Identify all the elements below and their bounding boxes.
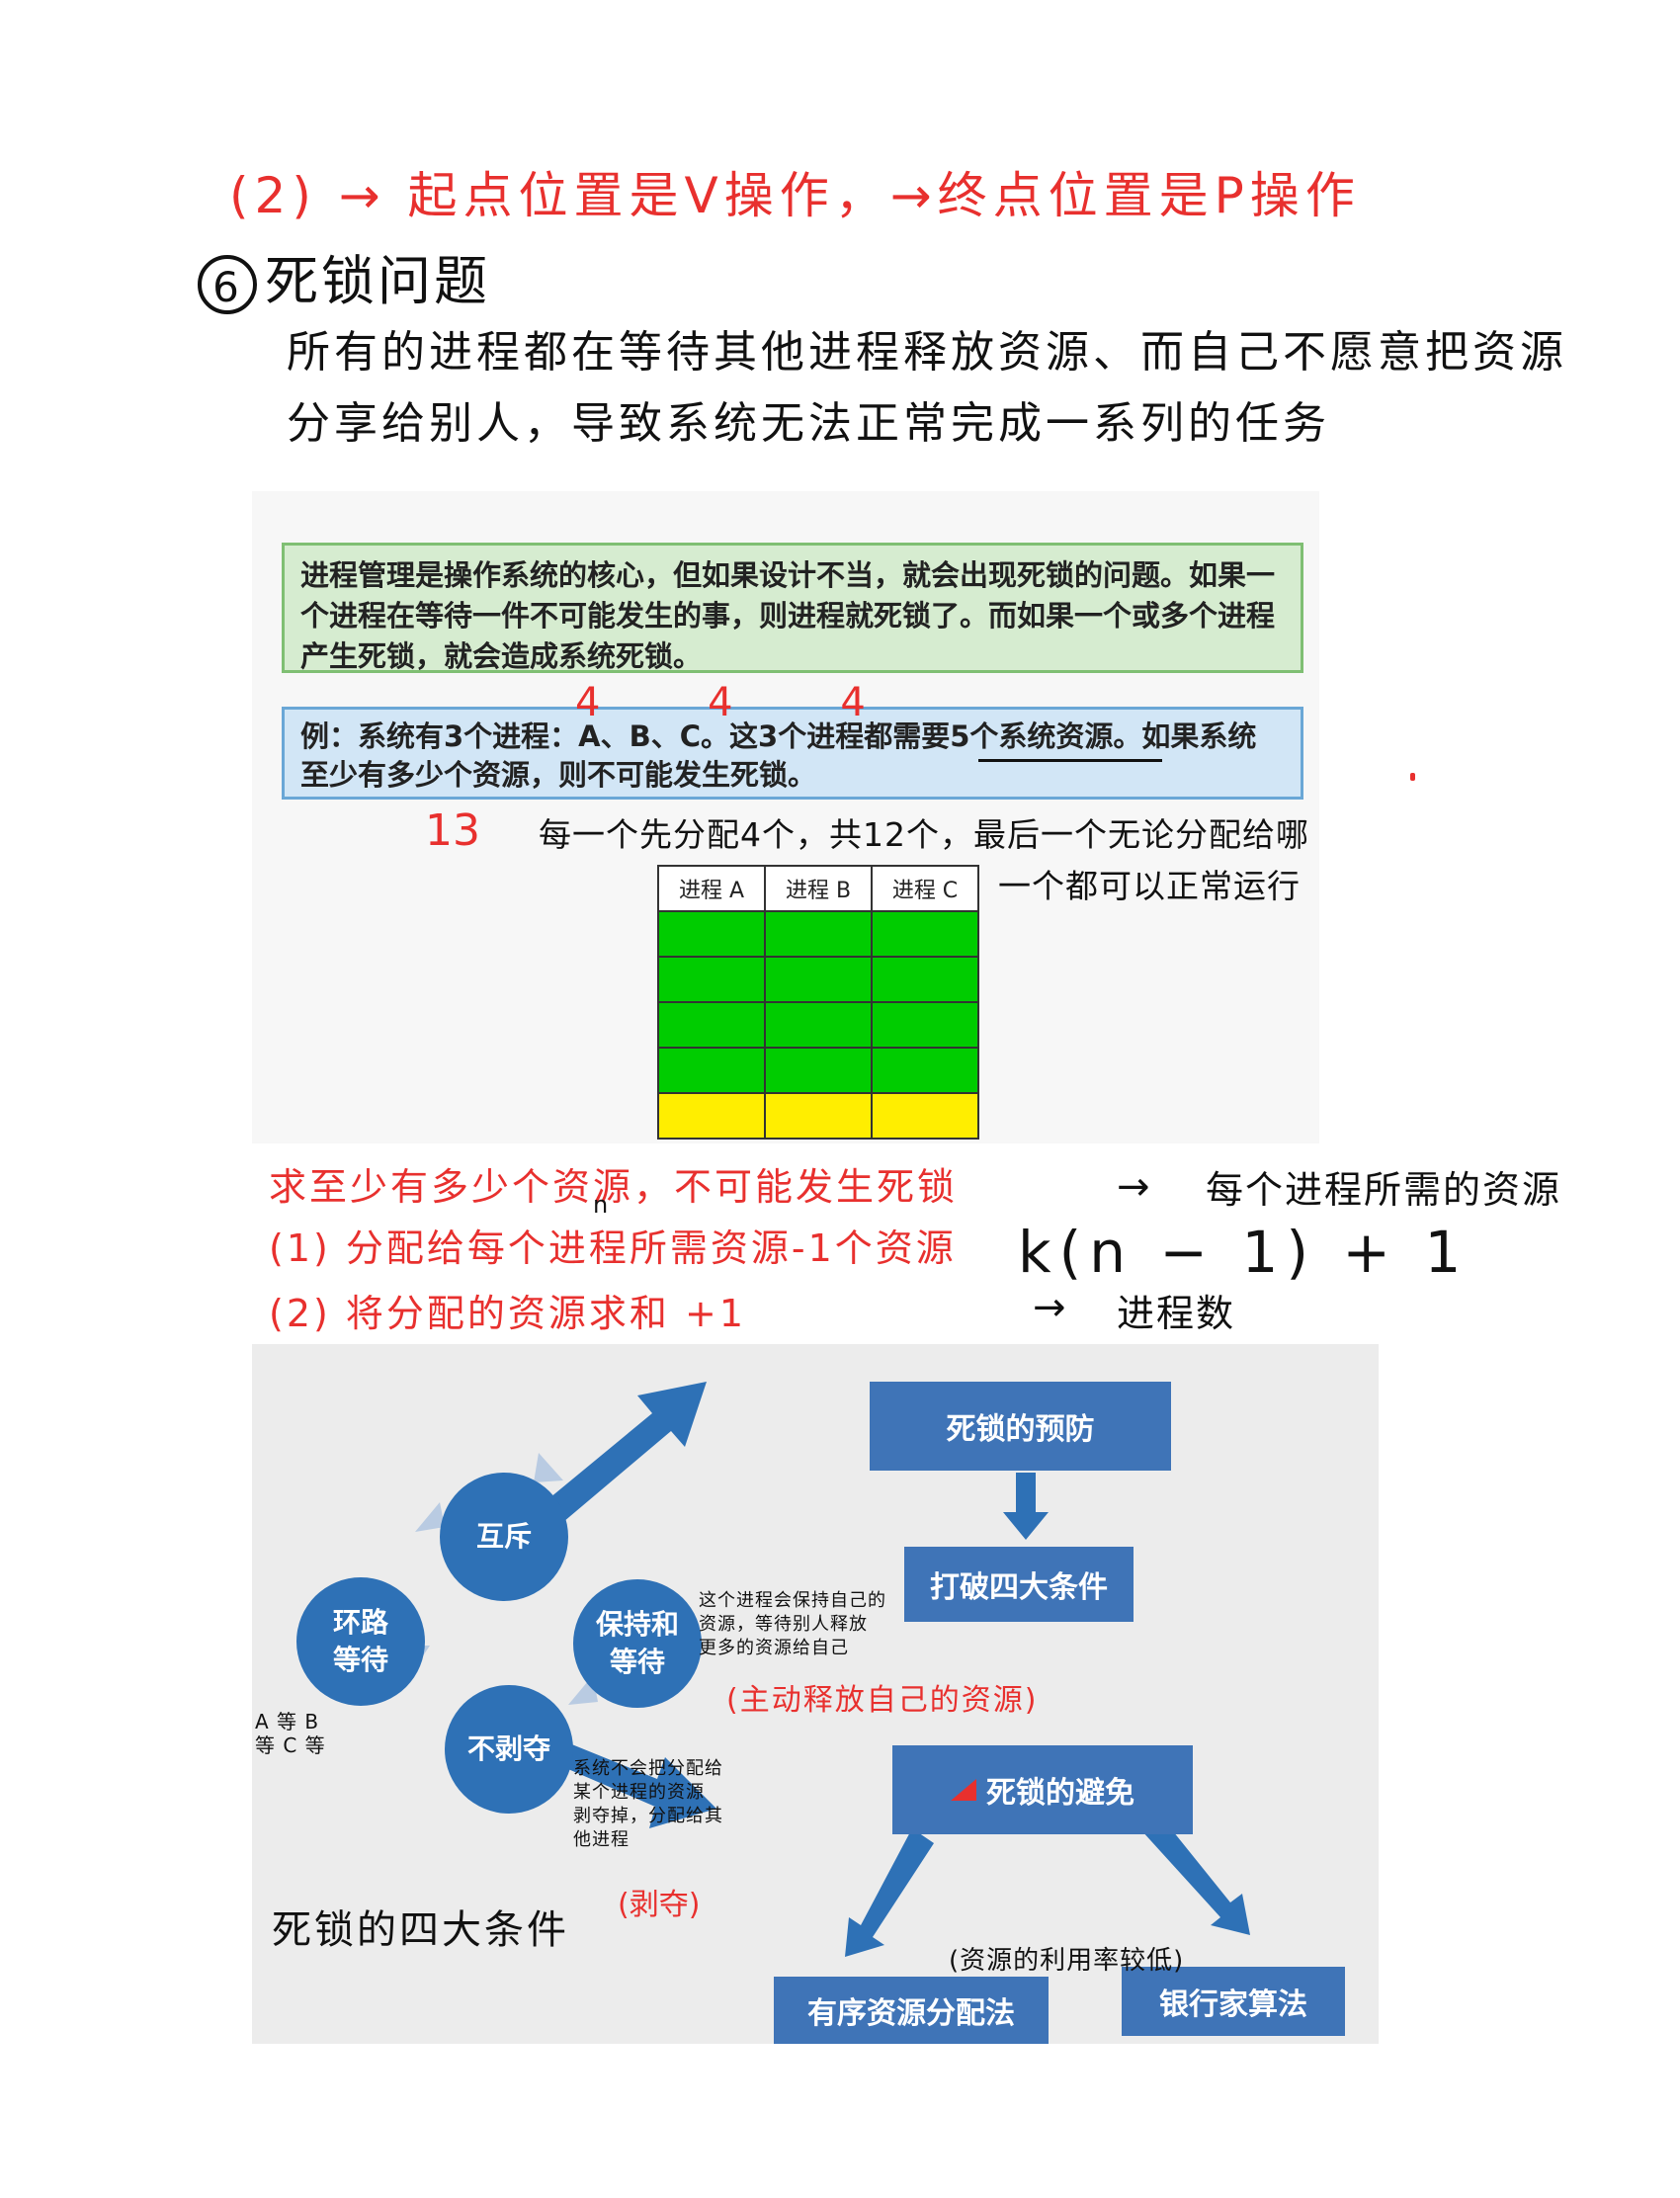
arrow-down-left-icon xyxy=(845,1828,934,1957)
cycle-note: A 等 B 等 C 等 xyxy=(255,1710,326,1757)
method-line-2: (1) 分配给每个进程所需资源-1个资源 xyxy=(269,1226,957,1270)
definition-line-2: 分享给别人，导致系统无法正常完成一系列的任务 xyxy=(287,398,1330,449)
annotation-fours: 4 4 4 xyxy=(575,680,913,725)
hold-wait-note-red: (主动释放自己的资源) xyxy=(726,1683,1039,1718)
no-preemption-node: 不剥夺 xyxy=(445,1685,573,1814)
n-label: 每个进程所需的资源 xyxy=(1206,1168,1562,1212)
table-row xyxy=(657,956,979,1003)
arrow-icon: → xyxy=(1033,1285,1066,1330)
table-row xyxy=(657,1092,979,1140)
red-dot-mark xyxy=(1410,773,1415,781)
arrow-down-right-icon xyxy=(1141,1817,1250,1935)
utilization-note: (资源的利用率较低) xyxy=(949,1946,1185,1976)
avoidance-box: 死锁的避免 xyxy=(892,1745,1193,1834)
pv-rule-note: (2) → 起点位置是V操作，→终点位置是P操作 xyxy=(229,167,1361,224)
allocated-cell xyxy=(871,910,979,958)
arrow-icon: → xyxy=(1117,1164,1150,1210)
cycle-arrow-icon xyxy=(534,1453,563,1482)
allocated-cell xyxy=(764,1047,873,1094)
break-four-box: 打破四大条件 xyxy=(904,1547,1134,1622)
underline-mark xyxy=(978,759,1162,762)
last-resource-cell xyxy=(657,1092,766,1140)
allocated-cell xyxy=(871,1047,979,1094)
formula: k(n − 1) + 1 xyxy=(1018,1219,1470,1286)
example-box: 例：系统有3个进程：A、B、C。这3个进程都需要5个系统资源。如果系统至少有多少… xyxy=(282,707,1303,800)
allocated-cell xyxy=(657,956,766,1003)
table-header: 进程 B xyxy=(764,865,873,912)
allocated-cell xyxy=(657,1001,766,1049)
prevention-box: 死锁的预防 xyxy=(870,1382,1171,1471)
slide-screenshot-2: 互斥 保持和 等待 不剥夺 环路 等待 死锁的预防 打破四大条件 死锁的避免 有… xyxy=(252,1344,1379,2044)
no-preemption-note-red: (剥夺) xyxy=(618,1888,701,1922)
circular-wait-node: 环路 等待 xyxy=(296,1577,425,1706)
hold-wait-node: 保持和 等待 xyxy=(573,1579,702,1708)
last-resource-cell xyxy=(764,1092,873,1140)
definition-line-1: 所有的进程都在等待其他进程释放资源、而自己不愿意把资源 xyxy=(287,327,1567,378)
annotation-explanation-1: 每一个先分配4个，共12个，最后一个无论分配给哪 xyxy=(539,815,1309,854)
red-triangle-mark xyxy=(951,1779,976,1801)
allocated-cell xyxy=(764,1001,873,1049)
intro-box: 进程管理是操作系统的核心，但如果设计不当，就会出现死锁的问题。如果一个进程在等待… xyxy=(282,543,1303,673)
annotation-answer: 13 xyxy=(425,805,480,856)
allocated-cell xyxy=(764,956,873,1003)
last-resource-cell xyxy=(871,1092,979,1140)
allocation-table: 进程 A 进程 B 进程 C xyxy=(657,865,979,1140)
allocated-cell xyxy=(871,1001,979,1049)
allocated-cell xyxy=(657,1047,766,1094)
method-line-1: 求至少有多少个资源，不可能发生死锁 xyxy=(269,1165,959,1209)
annotation-explanation-2: 一个都可以正常运行 xyxy=(998,867,1301,905)
allocated-cell xyxy=(871,956,979,1003)
heading-text: 死锁问题 xyxy=(265,250,490,312)
allocated-cell xyxy=(657,910,766,958)
banker-algorithm-box: 银行家算法 xyxy=(1122,1967,1345,2036)
arrow-down-icon xyxy=(1003,1473,1049,1540)
avoidance-label: 死锁的避免 xyxy=(986,1776,1134,1811)
allocated-cell xyxy=(764,910,873,958)
k-label: 进程数 xyxy=(1117,1292,1236,1335)
table-header: 进程 C xyxy=(871,865,979,912)
mutex-node: 互斥 xyxy=(440,1473,568,1601)
table-header: 进程 A xyxy=(657,865,766,912)
table-row xyxy=(657,1001,979,1049)
no-preemption-note: 系统不会把分配给 某个进程的资源 剥夺掉，分配给其 他进程 xyxy=(573,1758,723,1850)
table-row xyxy=(657,1047,979,1094)
circled-number: 6 xyxy=(198,255,257,315)
four-conditions-note: 死锁的四大条件 xyxy=(272,1907,569,1953)
table-row xyxy=(657,910,979,958)
method-line-3: (2) 将分配的资源求和 +1 xyxy=(269,1292,747,1335)
n-mark: n xyxy=(593,1191,609,1219)
cycle-arrow-icon xyxy=(415,1502,445,1532)
ordered-allocation-box: 有序资源分配法 xyxy=(774,1977,1049,2044)
hold-wait-note: 这个进程会保持自己的 资源，等待别人释放 更多的资源给自己 xyxy=(699,1590,886,1658)
